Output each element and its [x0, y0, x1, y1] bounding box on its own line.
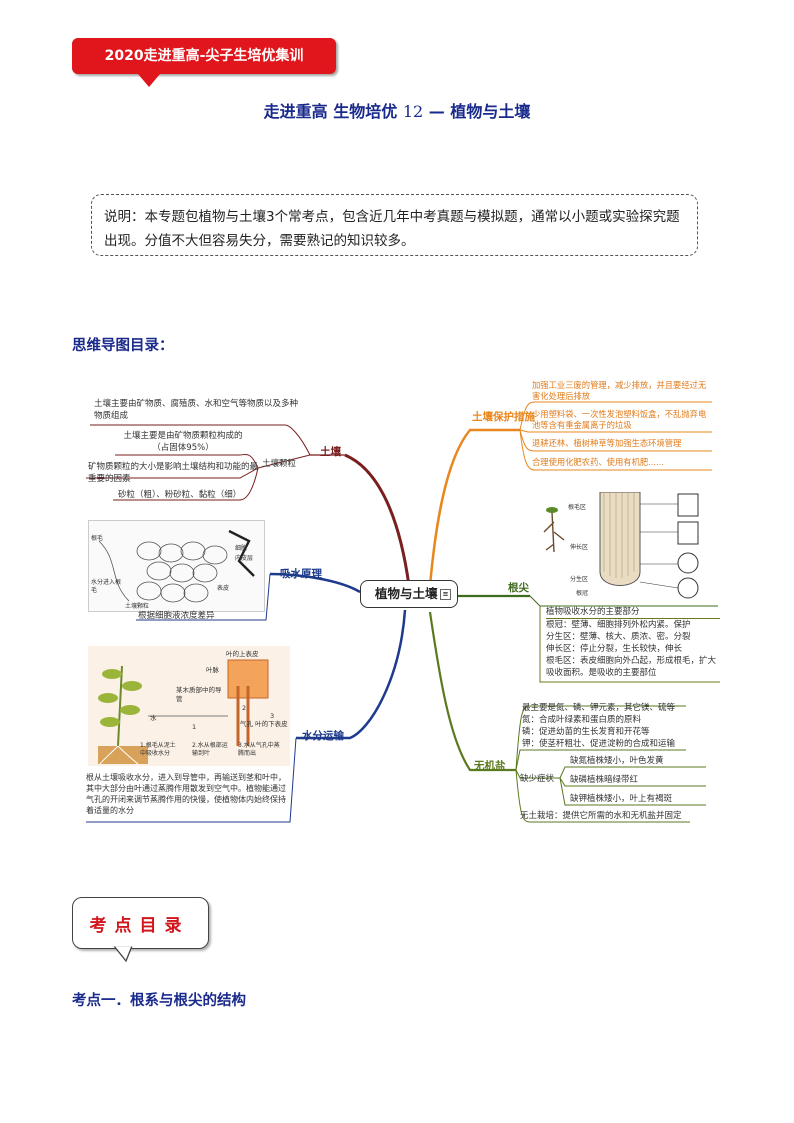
img-step-num-3: 3 [270, 712, 275, 720]
img-leaf-top: 叶的上表皮 [226, 650, 259, 658]
salt-lack-2: 缺钾植株矮小，叶上有褐斑 [570, 794, 673, 804]
cell-diagram [98, 529, 255, 603]
img-stomata: 气孔 叶的下表皮 [240, 720, 288, 728]
plant-diagram [98, 659, 269, 765]
img-label-cell: 细胞 [235, 545, 248, 552]
root-label-cap: 根冠 [576, 590, 589, 597]
kaodian-tail [112, 945, 133, 963]
root-desc: 植物吸收水分的主要部分 根冠：壁薄、细胞排列外松内紧。保护 分生区：壁薄、核大、… [546, 606, 720, 679]
salt-main: 最主要是氮、磷、钾元素，其它镁、硫等 氮：合成叶绿素和蛋白质的原料 磷：促进幼苗… [522, 702, 692, 750]
salt-main-2: 磷：促进幼苗的生长发育和开花等 [522, 727, 650, 737]
mindmap-center-node: 植物与土壤 ≡ [360, 580, 458, 608]
img-label-epidermis: 表皮 [217, 585, 230, 592]
salt-main-0: 最主要是氮、磷、钾元素，其它镁、硫等 [522, 703, 676, 713]
img-step-3: 3.水从气孔中蒸腾而出 [238, 742, 280, 757]
branch-absorb: 吸水原理 [280, 568, 322, 580]
root-desc-0: 植物吸收水分的主要部分 [546, 606, 720, 619]
kaodian-title: 考点目录 [89, 916, 190, 936]
img-label-soil-particle: 土壤颗粒 [125, 603, 150, 610]
img-step-num-1: 1 [192, 723, 197, 731]
banner-text: 2020走进重高-尖子生培优集训 [104, 48, 304, 64]
banner-tail [138, 74, 160, 87]
title-suffix: — 植物与土壤 [428, 102, 531, 121]
protect-item-2: 少用塑料袋、一次性发泡塑料饭盒，不乱抛弃电池等含有重金属离子的垃圾 [532, 409, 707, 430]
center-label: 植物与土壤 [375, 586, 438, 601]
root-label-hair: 根毛区 [568, 504, 587, 511]
root-label-elongation: 伸长区 [570, 544, 589, 551]
soil-particle-1: 土壤主要是由矿物质颗粒构成的（占固体95%） [123, 431, 243, 453]
soil-particles-label: 土壤颗粒 [262, 459, 297, 469]
img-vein: 叶脉 [206, 666, 219, 674]
root-desc-3: 伸长区：停止分裂，生长较快，伸长 [546, 644, 683, 654]
soil-particle-3: 砂粒（粗）、粉砂粒、黏粒（细） [118, 490, 242, 500]
img-stem: 某木质部中的导管 [176, 686, 222, 703]
header-banner: 2020走进重高-尖子生培优集训 [72, 38, 336, 74]
img-label-roothair: 根毛 [91, 535, 104, 542]
expand-icon: ≡ [440, 589, 451, 600]
img-step-2: 2.水从根部运输到叶 [192, 742, 228, 757]
root-tip-image: 根毛区 伸长区 分生区 根冠 [540, 491, 712, 602]
branch-soil: 土壤 [320, 446, 341, 458]
kaodian-box [72, 897, 209, 949]
salt-lack-1: 缺磷植株暗绿带红 [570, 775, 639, 785]
title-number: 12 [402, 102, 424, 121]
root-tip-diagram [543, 491, 699, 599]
root-label-meristem: 分生区 [570, 576, 589, 583]
protect-item-3: 退耕还林、植树种草等加强生态环境管理 [532, 438, 682, 448]
img-water: 水 [150, 714, 157, 722]
water-transport-image: 叶的上表皮 叶脉 某木质部中的导管 水 气孔 叶的下表皮 1 2 3 1.根毛从… [88, 646, 290, 766]
salt-main-3: 钾：使茎秆粗壮、促进淀粉的合成和运输 [522, 739, 676, 749]
img-step-num-2: 2 [242, 704, 247, 712]
soil-particle-2: 矿物质颗粒的大小是影响土壤结构和功能的最重要的因素 [88, 462, 259, 484]
salt-main-1: 氮：合成叶绿素和蛋白质的原料 [522, 715, 642, 725]
img-label-water-enter: 水分进入根毛 [91, 579, 122, 594]
protect-item-4: 合理使用化肥农药、使用有机肥...... [532, 457, 664, 467]
protect-item-1: 加强工业三废的管理，减少排放，并且要经过无害化处理后排放 [532, 380, 707, 401]
water-description: 根从土壤吸收水分，进入到导管中，再输送到茎和叶中，其中大部分由叶通过蒸腾作用散发… [86, 773, 286, 815]
salt-soilless: 无土栽培：提供它所需的水和无机盐并固定 [520, 811, 682, 821]
root-desc-1: 根冠：壁薄、细胞排列外松内紧。保护 [546, 620, 691, 630]
point-1-heading: 考点一．根系与根尖的结构 [72, 993, 246, 1009]
branch-protect: 土壤保护措施 [472, 411, 535, 423]
mindmap-heading: 思维导图目录： [72, 338, 174, 354]
img-step-1: 1.根毛从泥土中吸收水分 [140, 742, 176, 757]
document-title: 走进重高 生物培优 12 — 植物与土壤 [0, 98, 794, 122]
salt-lack-label: 缺少症状 [520, 774, 555, 784]
description-note: 说明：本专题包植物与土壤3个常考点，包含近几年中考真题与模拟题，通常以小题或实验… [91, 194, 698, 256]
root-desc-2: 分生区：壁薄、核大、质浓、密。分裂 [546, 632, 691, 642]
root-desc-4: 根毛区：表皮细胞向外凸起，形成根毛，扩大吸收面积。是吸收的主要部位 [546, 656, 717, 678]
branch-root: 根尖 [508, 582, 529, 594]
img-label-endodermis: 内皮层 [235, 555, 254, 562]
branch-water: 水分运输 [302, 730, 344, 742]
branch-salt: 无机盐 [474, 760, 506, 772]
root-cell-image: 根毛 细胞 表皮 水分进入根毛 土壤颗粒 内皮层 [88, 520, 265, 612]
title-prefix: 走进重高 生物培优 [263, 102, 398, 121]
salt-lack-0: 缺氮植株矮小，叶色发黄 [570, 756, 664, 766]
soil-item-1: 土壤主要由矿物质、腐殖质、水和空气等物质以及多种物质组成 [94, 399, 299, 421]
absorb-caption: 根据细胞液浓度差异 [138, 611, 215, 621]
